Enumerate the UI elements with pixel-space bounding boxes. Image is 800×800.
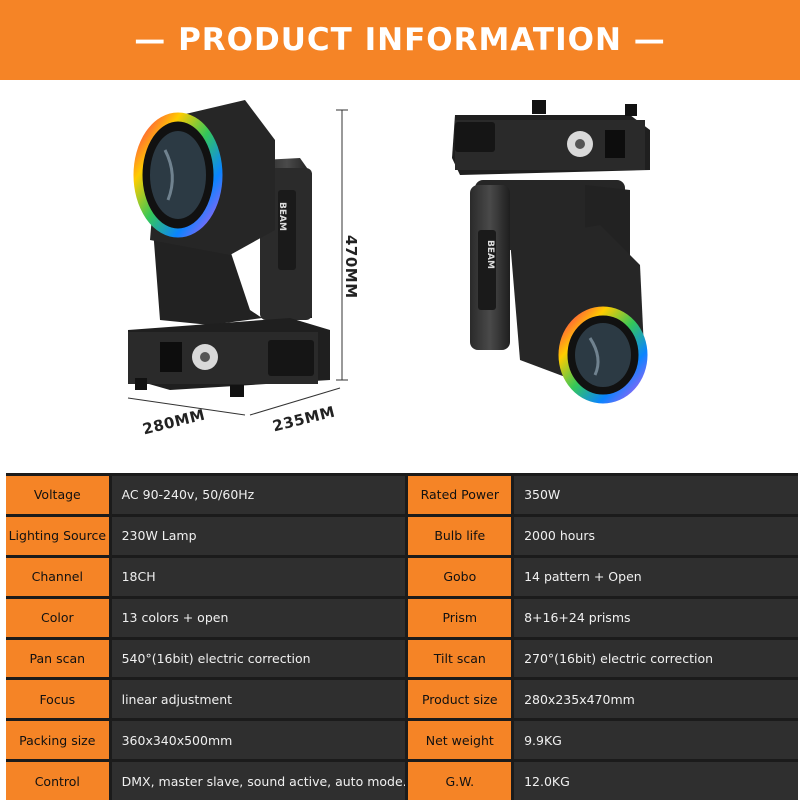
spec-value: 540°(16bit) electric correction bbox=[111, 639, 406, 678]
beam-label-right: BEAM bbox=[485, 240, 495, 269]
header-banner: — PRODUCT INFORMATION — bbox=[0, 0, 800, 80]
spec-value: 230W Lamp bbox=[111, 516, 406, 555]
spec-row: Packing size 360x340x500mm Net weight 9.… bbox=[6, 721, 798, 760]
height-dimension-label: 470MM bbox=[342, 235, 360, 299]
spec-label: Color bbox=[6, 598, 109, 637]
spec-row: Voltage AC 90-240v, 50/60Hz Rated Power … bbox=[6, 476, 798, 514]
spec-value: 2000 hours bbox=[514, 516, 798, 555]
spec-row: Color 13 colors + open Prism 8+16+24 pri… bbox=[6, 598, 798, 637]
spec-value: 18CH bbox=[111, 557, 406, 596]
beam-label-left: BEAM bbox=[277, 202, 287, 231]
spec-value: DMX, master slave, sound active, auto mo… bbox=[111, 762, 406, 800]
spec-row: Channel 18CH Gobo 14 pattern + Open bbox=[6, 557, 798, 596]
spec-label: Tilt scan bbox=[408, 639, 512, 678]
spec-label: G.W. bbox=[408, 762, 512, 800]
spec-label: Focus bbox=[6, 680, 109, 719]
spec-label: Gobo bbox=[408, 557, 512, 596]
spec-label: Pan scan bbox=[6, 639, 109, 678]
spec-label: Prism bbox=[408, 598, 512, 637]
spec-label: Packing size bbox=[6, 721, 109, 760]
spec-value: 14 pattern + Open bbox=[514, 557, 798, 596]
spec-label: Control bbox=[6, 762, 109, 800]
moving-head-light-front-image bbox=[127, 100, 650, 416]
spec-row: Lighting Source 230W Lamp Bulb life 2000… bbox=[6, 516, 798, 555]
spec-value: 280x235x470mm bbox=[514, 680, 798, 719]
spec-value: AC 90-240v, 50/60Hz bbox=[111, 476, 406, 514]
spec-value: 8+16+24 prisms bbox=[514, 598, 798, 637]
spec-label: Voltage bbox=[6, 476, 109, 514]
spec-label: Net weight bbox=[408, 721, 512, 760]
spec-value: 360x340x500mm bbox=[111, 721, 406, 760]
spec-value: 12.0KG bbox=[514, 762, 798, 800]
spec-label: Lighting Source bbox=[6, 516, 109, 555]
spec-value: 350W bbox=[514, 476, 798, 514]
page-title: — PRODUCT INFORMATION — bbox=[134, 22, 666, 58]
spec-row: Control DMX, master slave, sound active,… bbox=[6, 762, 798, 800]
product-photos: 470MM 280MM 235MM BEAM BEAM bbox=[0, 80, 800, 465]
spec-label: Channel bbox=[6, 557, 109, 596]
spec-row: Focus linear adjustment Product size 280… bbox=[6, 680, 798, 719]
spec-value: 13 colors + open bbox=[111, 598, 406, 637]
spec-label: Product size bbox=[408, 680, 512, 719]
spec-table: Voltage AC 90-240v, 50/60Hz Rated Power … bbox=[6, 473, 798, 800]
spec-label: Bulb life bbox=[408, 516, 512, 555]
spec-label: Rated Power bbox=[408, 476, 512, 514]
spec-value: 9.9KG bbox=[514, 721, 798, 760]
spec-value: linear adjustment bbox=[111, 680, 406, 719]
spec-value: 270°(16bit) electric correction bbox=[514, 639, 798, 678]
spec-row: Pan scan 540°(16bit) electric correction… bbox=[6, 639, 798, 678]
